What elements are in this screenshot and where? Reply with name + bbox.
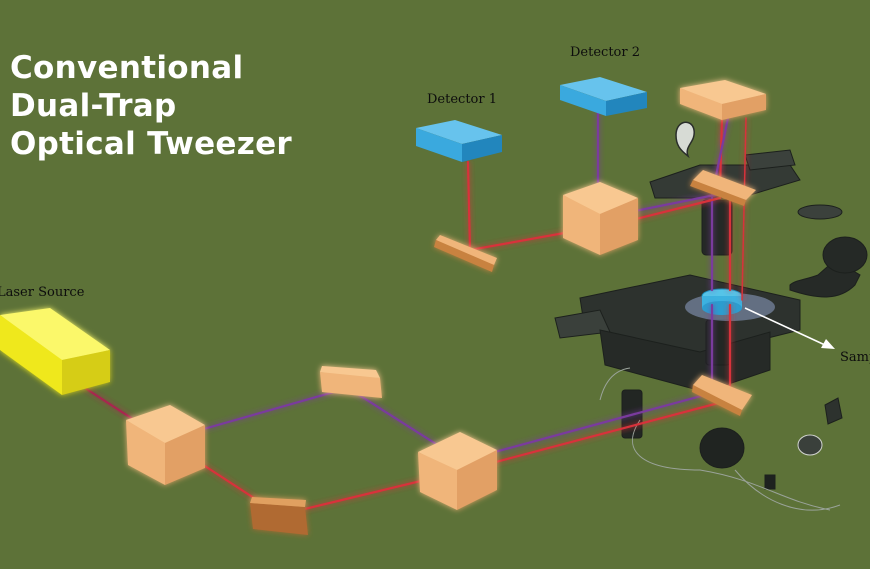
- focus-knob: [822, 236, 868, 274]
- mirror-scope-bottom: [692, 375, 752, 416]
- objective-lower: [705, 319, 731, 366]
- label-sample: Sample: [840, 350, 870, 365]
- beam-purple-path: [163, 386, 460, 460]
- detector-1-box: [416, 120, 502, 162]
- reflector-mirror: [675, 121, 695, 159]
- label-laser-source: Laser Source: [0, 285, 85, 300]
- beam-red-right: [741, 117, 747, 301]
- beam-splitter-3: [418, 432, 497, 510]
- label-detector-2: Detector 2: [570, 45, 640, 60]
- small-bracket: [764, 474, 776, 490]
- top-detector-block: [680, 80, 766, 120]
- cables: [599, 367, 841, 511]
- objective-upper: [701, 199, 733, 256]
- upper-arm: [744, 149, 796, 171]
- beam-red-path: [163, 438, 460, 517]
- title-line-3: Optical Tweezer: [10, 126, 292, 162]
- label-detector-1: Detector 1: [427, 92, 497, 107]
- laser-source-box: [0, 308, 110, 395]
- beam-splitter-2: [563, 182, 638, 255]
- beam-to-detector1: [466, 160, 472, 252]
- small-optic: [824, 397, 843, 425]
- beam-splitter-1: [126, 405, 205, 485]
- title-line-2: Dual-Trap: [10, 88, 177, 124]
- mirror-lower-left: [250, 497, 308, 535]
- mirror-scope-top: [690, 170, 756, 206]
- lens-ring-1: [797, 434, 823, 456]
- mirror-upper-mid: [320, 366, 382, 398]
- sample-pointer-arrow: [744, 307, 835, 349]
- title-line-1: Conventional: [10, 50, 244, 86]
- lamp-housing: [699, 427, 745, 469]
- mirror-detector1: [434, 235, 497, 272]
- detector-2-box: [560, 77, 647, 116]
- eyepiece-disc: [797, 204, 843, 220]
